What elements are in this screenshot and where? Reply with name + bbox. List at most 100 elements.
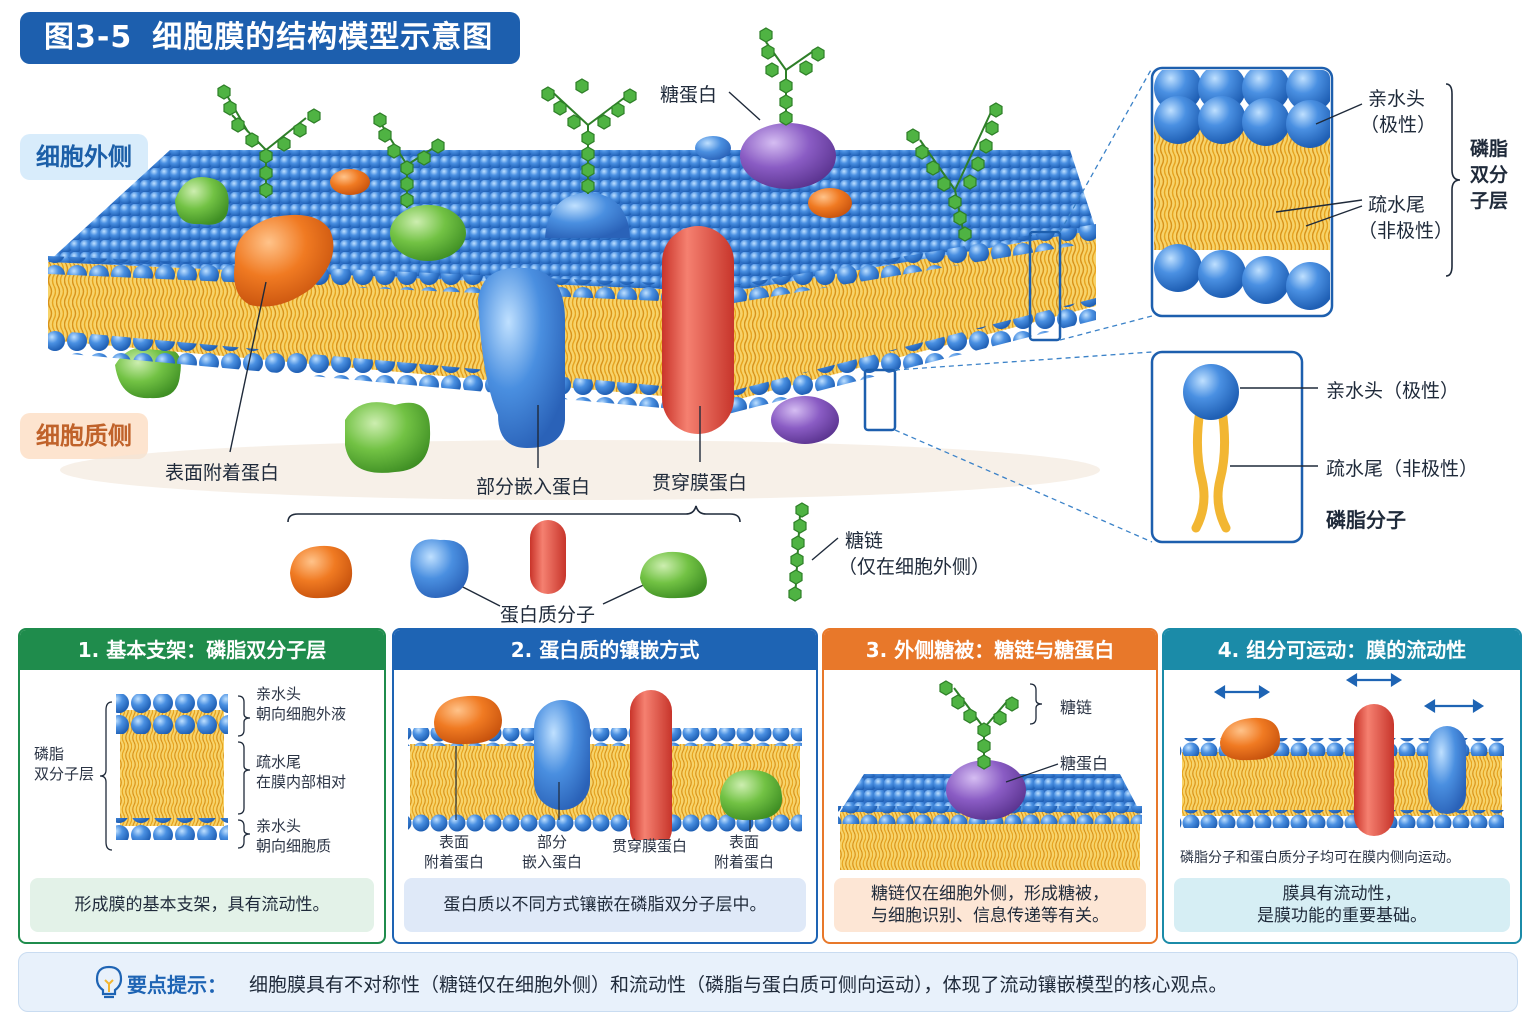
sample-orange-protein bbox=[290, 545, 353, 599]
panel-fluidity-footer: 膜具有流动性， 是膜功能的重要基础。 bbox=[1174, 878, 1510, 932]
zoom-tail-note: （非极性） bbox=[1358, 220, 1454, 242]
panel-glycocalyx-title: 3. 外侧糖被：糖链与糖蛋白 bbox=[824, 630, 1156, 670]
partial-embedded-protein bbox=[478, 267, 565, 448]
zoom-box-bilayer bbox=[1028, 230, 1062, 342]
panel-proteins-label-b: 部分 嵌入蛋白 bbox=[522, 832, 582, 872]
panel-proteins-title: 2. 蛋白质的镶嵌方式 bbox=[394, 630, 816, 670]
panel-proteins-label-d: 表面 附着蛋白 bbox=[714, 832, 774, 872]
sample-blue-protein bbox=[410, 539, 469, 598]
side-bottom-heads bbox=[728, 298, 1096, 414]
sugar-chain-sample bbox=[788, 502, 809, 602]
p2-a-line-2: 附着蛋白 bbox=[424, 853, 485, 871]
panel-glycocalyx-chain-label: 糖链 bbox=[1060, 698, 1093, 717]
label-sugar-chain-note: （仅在细胞外侧） bbox=[838, 556, 991, 578]
protein-orange-small bbox=[330, 169, 370, 195]
side-top-heads bbox=[728, 224, 1096, 304]
figure-title: 细胞膜的结构模型示意图 bbox=[152, 20, 494, 55]
side-tails bbox=[728, 230, 1096, 402]
zoom-box-molecule bbox=[863, 368, 897, 432]
zoom-tail-label: 疏水尾 bbox=[1368, 194, 1426, 216]
lightbulb-icon bbox=[95, 965, 123, 999]
sample-red-protein bbox=[530, 520, 566, 594]
protein-blue-dome bbox=[545, 192, 630, 238]
p2-b-line-1: 部分 bbox=[537, 833, 568, 851]
p4-footer-line-2: 是膜功能的重要基础。 bbox=[1257, 906, 1427, 926]
molecule-name-label: 磷脂分子 bbox=[1326, 508, 1406, 532]
figure-number: 图3-5 bbox=[44, 20, 133, 55]
transmembrane-protein bbox=[662, 226, 734, 434]
sugar-chain-1 bbox=[217, 84, 321, 198]
membrane-illustration bbox=[48, 27, 1461, 607]
panel-fluidity-note: 磷脂分子和蛋白质分子均可在膜内侧向运动。 bbox=[1180, 850, 1460, 866]
panel-fluidity: 4. 组分可运动：膜的流动性 磷脂分子和蛋白质分子均可在膜内侧向运动。 膜具有流… bbox=[1162, 628, 1522, 944]
panel-fluidity-diagram bbox=[1180, 673, 1504, 836]
panel-glycocalyx-glycoprotein-label: 糖蛋白 bbox=[1060, 754, 1109, 773]
protein-bracket bbox=[287, 505, 741, 523]
panel-glycocalyx-diagram bbox=[838, 680, 1142, 870]
panel-bilayer-tail: 疏水尾 在膜内部相对 bbox=[256, 752, 346, 792]
sugar-chain-2 bbox=[373, 112, 445, 208]
panel-bilayer-footer: 形成膜的基本支架，具有流动性。 bbox=[30, 878, 374, 932]
p2-d-line-2: 附着蛋白 bbox=[714, 853, 775, 871]
molecule-head-label: 亲水头（极性） bbox=[1326, 380, 1460, 402]
label-protein-molecule: 蛋白质分子 bbox=[500, 604, 596, 626]
label-transmembrane-protein: 贯穿膜蛋白 bbox=[652, 472, 748, 494]
p1-group-line-2: 双分子层 bbox=[34, 765, 95, 783]
glycoprotein-shape bbox=[740, 123, 836, 189]
p1-tail-line-1: 疏水尾 bbox=[256, 753, 302, 771]
zoom-head-note: （极性） bbox=[1360, 114, 1437, 136]
label-partial-protein: 部分嵌入蛋白 bbox=[476, 476, 591, 498]
panel-bilayer-head-top: 亲水头 朝向细胞外液 bbox=[256, 684, 346, 724]
p1-headbottom-line-2: 朝向细胞质 bbox=[256, 837, 332, 855]
inside-tag: 细胞质侧 bbox=[20, 413, 148, 459]
peripheral-protein bbox=[234, 214, 334, 307]
zoom-head-label: 亲水头 bbox=[1368, 88, 1426, 110]
keypoint-title: 要点提示： bbox=[127, 973, 227, 997]
p1-group-line-1: 磷脂 bbox=[34, 745, 65, 763]
panel-glycocalyx-footer: 糖链仅在细胞外侧，形成糖被， 与细胞识别、信息传递等有关。 bbox=[834, 878, 1146, 932]
panel-proteins-label-a: 表面 附着蛋白 bbox=[424, 832, 484, 872]
keypoint-box: 要点提示： 细胞膜具有不对称性（糖链仅在细胞外侧）和流动性（磷脂与蛋白质可侧向运… bbox=[18, 952, 1518, 1012]
label-peripheral-protein: 表面附着蛋白 bbox=[165, 462, 280, 484]
p2-a-line-1: 表面 bbox=[439, 833, 470, 851]
p1-headtop-line-2: 朝向细胞外液 bbox=[256, 705, 347, 723]
protein-green-top-left bbox=[175, 176, 229, 225]
zoom-group-line-2: 双分 bbox=[1470, 164, 1509, 186]
protein-green-top bbox=[390, 205, 466, 261]
zoom-group-line-1: 磷脂 bbox=[1470, 138, 1509, 160]
zoom-guides bbox=[894, 67, 1153, 543]
label-sugar-chain: 糖链 bbox=[845, 530, 884, 552]
panel-proteins: 2. 蛋白质的镶嵌方式 表面 附着蛋白 部分 嵌入蛋白 贯穿膜蛋白 表面 附着蛋… bbox=[392, 628, 818, 944]
panel-fluidity-title: 4. 组分可运动：膜的流动性 bbox=[1164, 630, 1520, 670]
p2-b-line-2: 嵌入蛋白 bbox=[522, 853, 583, 871]
molecule-tail-label: 疏水尾（非极性） bbox=[1326, 458, 1479, 480]
zoom-molecule bbox=[1150, 350, 1318, 544]
sugar-chain-5 bbox=[906, 102, 1003, 242]
p1-headbottom-line-1: 亲水头 bbox=[256, 817, 302, 835]
panel-proteins-footer: 蛋白质以不同方式镶嵌在磷脂双分子层中。 bbox=[404, 878, 806, 932]
protein-green-bottom bbox=[345, 402, 431, 473]
keypoint-text: 细胞膜具有不对称性（糖链仅在细胞外侧）和流动性（磷脂与蛋白质可侧向运动），体现了… bbox=[249, 974, 1228, 996]
label-glycoprotein: 糖蛋白 bbox=[660, 84, 718, 106]
zoom-bilayer bbox=[1150, 66, 1461, 318]
panel-proteins-diagram bbox=[408, 690, 802, 840]
sugar-chain-4 bbox=[759, 27, 825, 126]
panel-bilayer-title: 1. 基本支架：磷脂双分子层 bbox=[20, 630, 384, 670]
zoom-group-line-3: 子层 bbox=[1470, 190, 1509, 212]
panel-bilayer: 1. 基本支架：磷脂双分子层 磷脂 双分子层 亲水头 朝向细胞外液 疏水尾 在膜… bbox=[18, 628, 386, 944]
zoom-group-label: 磷脂 双分 子层 bbox=[1470, 136, 1520, 214]
p4-footer-line-1: 膜具有流动性， bbox=[1282, 884, 1402, 904]
panel-bilayer-head-bottom: 亲水头 朝向细胞质 bbox=[256, 816, 331, 856]
outside-tag: 细胞外侧 bbox=[20, 134, 148, 180]
sugar-chain-3 bbox=[541, 78, 637, 194]
p2-d-line-1: 表面 bbox=[729, 833, 760, 851]
p3-footer-line-1: 糖链仅在细胞外侧，形成糖被， bbox=[871, 884, 1109, 904]
panel-glycocalyx: 3. 外侧糖被：糖链与糖蛋白 糖链 糖蛋白 糖链仅在细胞外侧，形成糖被， 与细胞… bbox=[822, 628, 1158, 944]
membrane-shadow bbox=[60, 440, 1100, 500]
panel-bilayer-group-label: 磷脂 双分子层 bbox=[34, 744, 94, 784]
panel-bilayer-diagram bbox=[99, 694, 251, 851]
panel-proteins-label-c: 贯穿膜蛋白 bbox=[612, 837, 688, 855]
p1-headtop-line-1: 亲水头 bbox=[256, 685, 302, 703]
p3-footer-line-2: 与细胞识别、信息传递等有关。 bbox=[871, 906, 1109, 926]
sample-green-protein bbox=[640, 551, 707, 599]
